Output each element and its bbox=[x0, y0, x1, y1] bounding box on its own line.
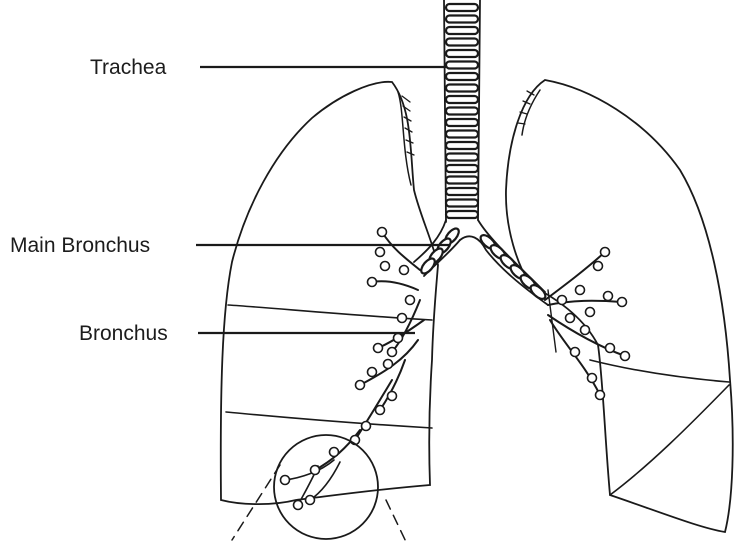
trachea-ring bbox=[446, 96, 478, 103]
bronchiole-bud bbox=[294, 501, 303, 510]
trachea-ring bbox=[446, 154, 478, 161]
bronchiole-bud bbox=[558, 296, 567, 305]
bronchiole-bud bbox=[566, 314, 575, 323]
bronchiole-bud bbox=[618, 298, 627, 307]
bronchiole-bud bbox=[388, 392, 397, 401]
bronchiole-bud bbox=[330, 448, 339, 457]
bronchiole-bud bbox=[376, 248, 385, 257]
trachea-ring bbox=[446, 211, 478, 218]
trachea-ring bbox=[446, 108, 478, 115]
bronchiole-bud bbox=[594, 262, 603, 271]
trachea-ring bbox=[446, 119, 478, 126]
bronchiole-bud bbox=[588, 374, 597, 383]
trachea-ring bbox=[446, 85, 478, 92]
bronchiole-bud bbox=[398, 314, 407, 323]
bronchiole-bud bbox=[400, 266, 409, 275]
bronchiole-bud bbox=[601, 248, 610, 257]
trachea-ring bbox=[446, 39, 478, 46]
bronchiole-bud bbox=[571, 348, 580, 357]
bronchiole-bud bbox=[394, 334, 403, 343]
bronchiole-bud bbox=[362, 422, 371, 431]
bronchus-label: Bronchus bbox=[79, 322, 168, 345]
bronchiole-bud bbox=[384, 360, 393, 369]
right-lung bbox=[221, 82, 438, 504]
bronchiole-bud bbox=[406, 296, 415, 305]
bronchiole-bud bbox=[581, 326, 590, 335]
bronchiole-bud bbox=[596, 391, 605, 400]
trachea-ring bbox=[446, 142, 478, 149]
bronchiole-bud bbox=[606, 344, 615, 353]
bronchiole-bud bbox=[604, 292, 613, 301]
trachea-ring bbox=[446, 188, 478, 195]
bronchiole-bud bbox=[586, 308, 595, 317]
trachea-ring bbox=[446, 131, 478, 138]
bronchiole-bud bbox=[306, 496, 315, 505]
trachea-ring bbox=[446, 62, 478, 69]
bronchiole-bud bbox=[281, 476, 290, 485]
trachea bbox=[444, 0, 480, 222]
trachea-ring bbox=[446, 16, 478, 23]
trachea-ring bbox=[446, 27, 478, 34]
bronchiole-bud bbox=[378, 228, 387, 237]
bronchiole-bud bbox=[368, 368, 377, 377]
bronchiole-bud bbox=[356, 381, 365, 390]
bronchiole-bud bbox=[381, 262, 390, 271]
bronchiole-bud bbox=[576, 286, 585, 295]
trachea-ring bbox=[446, 177, 478, 184]
bronchiole-bud bbox=[388, 348, 397, 357]
trachea-ring bbox=[446, 200, 478, 207]
trachea-ring bbox=[446, 165, 478, 172]
trachea-ring bbox=[446, 73, 478, 80]
bronchiole-bud bbox=[368, 278, 377, 287]
main-bronchus-label: Main Bronchus bbox=[10, 234, 150, 257]
trachea-label: Trachea bbox=[90, 56, 167, 79]
bronchiole-bud bbox=[311, 466, 320, 475]
trachea-ring bbox=[446, 50, 478, 57]
bronchiole-bud bbox=[376, 406, 385, 415]
bronchiole-bud bbox=[374, 344, 383, 353]
bronchiole-bud bbox=[621, 352, 630, 361]
trachea-ring bbox=[446, 4, 478, 11]
